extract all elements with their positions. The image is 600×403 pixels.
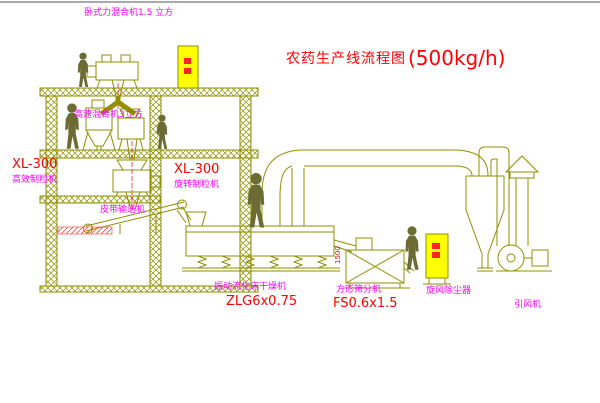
label-fan-name: 引风机 [514,300,542,310]
drawing-title: 农药生产线流程图 (500kg/h) [286,46,505,70]
swing-granulator [117,108,145,161]
induced-draft-fan [496,244,552,272]
label-dryer-name: 振动流化床干燥机 [214,282,287,292]
drawing-title-capacity: (500kg/h) [408,46,506,70]
label-left-granulator-name: 高效制粒机 [12,175,58,185]
label-cyclone-name: 旋风除尘器 [426,286,472,296]
rotary-granulator [112,159,161,211]
label-horizontal-mixer: 卧式力混合机1.5 立方 [84,8,174,18]
label-dryer-model: ZLG6x0.75 [226,294,298,309]
control-cabinet-bottom [423,233,451,285]
square-sieve [342,237,415,289]
dimension-1500: 1500 [334,246,342,264]
label-high-speed-mixer: 高速混合机3立方 [74,110,143,120]
drawing-title-text: 农药生产线流程图 [286,51,406,67]
horizontal-ribbon-mixer [86,54,139,97]
cyclone-separator [465,175,505,272]
person-figure-sieve [405,226,419,270]
label-belt-conveyor: 皮带输送机 [100,205,146,215]
exhaust-stack [504,155,540,246]
label-sieve-name: 方形筛分机 [336,285,382,295]
label-center-granulator-name: 旋转制粒机 [174,180,220,190]
control-cabinet-top [177,45,199,89]
cyclone-outlet-pipe [478,146,510,246]
exhaust-duct [261,149,489,226]
label-left-granulator-model: XL-300 [12,157,58,172]
label-sieve-model: FS0.6x1.5 [333,296,398,311]
label-center-granulator-model: XL-300 [174,162,220,177]
high-speed-mixer [82,99,116,151]
fluid-bed-dryer [182,211,357,272]
belt-conveyor [57,199,192,235]
person-figure-roof [77,52,89,88]
